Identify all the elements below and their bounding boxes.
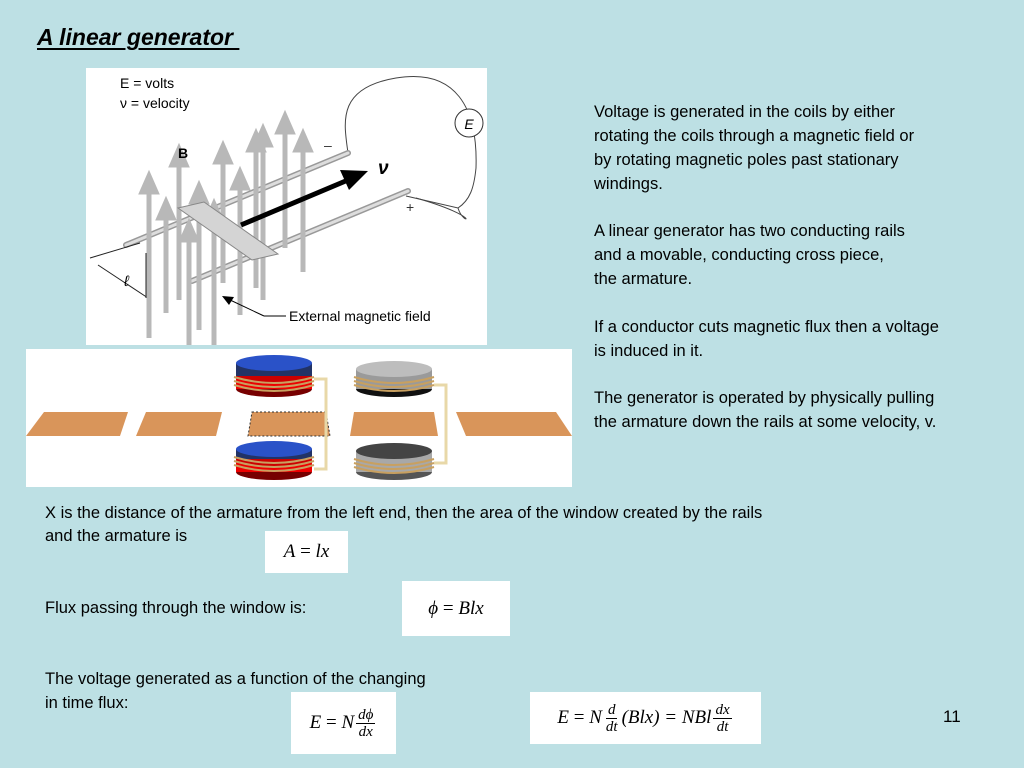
area-text-line-1: X is the distance of the armature from t… <box>45 504 763 522</box>
paragraph-induction: If a conductor cuts magnetic flux then a… <box>594 318 939 360</box>
page-number: 11 <box>943 707 961 726</box>
magnet-bottom-right <box>353 443 435 480</box>
rail-plates <box>26 412 572 436</box>
equation-area: A = lx <box>265 531 348 573</box>
linear-generator-diagram: ℓ ν E – + E = volts ν = velocity <box>86 68 487 345</box>
equation-flux: ϕ = Blx <box>402 581 510 636</box>
wire-lead <box>415 197 467 220</box>
voltage-text-line-2: in time flux: <box>45 694 129 712</box>
magnet-bottom-left <box>233 441 315 480</box>
armature-plate <box>247 411 331 437</box>
legend-e: E = volts <box>120 75 174 91</box>
plus-sign: + <box>406 199 414 215</box>
voltage-text-line-1: The voltage generated as a function of t… <box>45 670 426 688</box>
flux-text: Flux passing through the window is: <box>45 599 307 617</box>
armature-bar <box>176 201 280 261</box>
wire-loop <box>344 76 477 209</box>
paragraph-operation: The generator is operated by physically … <box>594 389 937 431</box>
connecting-wires <box>314 377 448 471</box>
magnets-rails-figure <box>26 349 572 487</box>
voltmeter-label: E <box>464 116 474 132</box>
paragraph-voltage-generation: Voltage is generated in the coils by eit… <box>594 103 915 193</box>
generator-diagram-svg: ℓ ν E – + E = volts ν = velocity <box>89 75 484 345</box>
magnets-rails-svg <box>26 355 572 480</box>
magnet-top-left <box>233 355 315 397</box>
voltmeter-icon <box>454 108 484 138</box>
legend-v: ν = velocity <box>120 95 190 111</box>
area-text-line-2: and the armature is <box>45 527 188 545</box>
field-caption: External magnetic field <box>289 308 431 324</box>
length-label: ℓ <box>123 273 130 290</box>
field-b-label: B <box>178 145 188 161</box>
minus-sign: – <box>324 137 332 153</box>
slide-title: A linear generator <box>37 24 240 50</box>
velocity-arrow <box>240 177 349 228</box>
velocity-label: ν <box>378 158 389 179</box>
paragraph-linear-generator: A linear generator has two conducting ra… <box>594 222 905 288</box>
magnet-top-right <box>353 361 435 397</box>
